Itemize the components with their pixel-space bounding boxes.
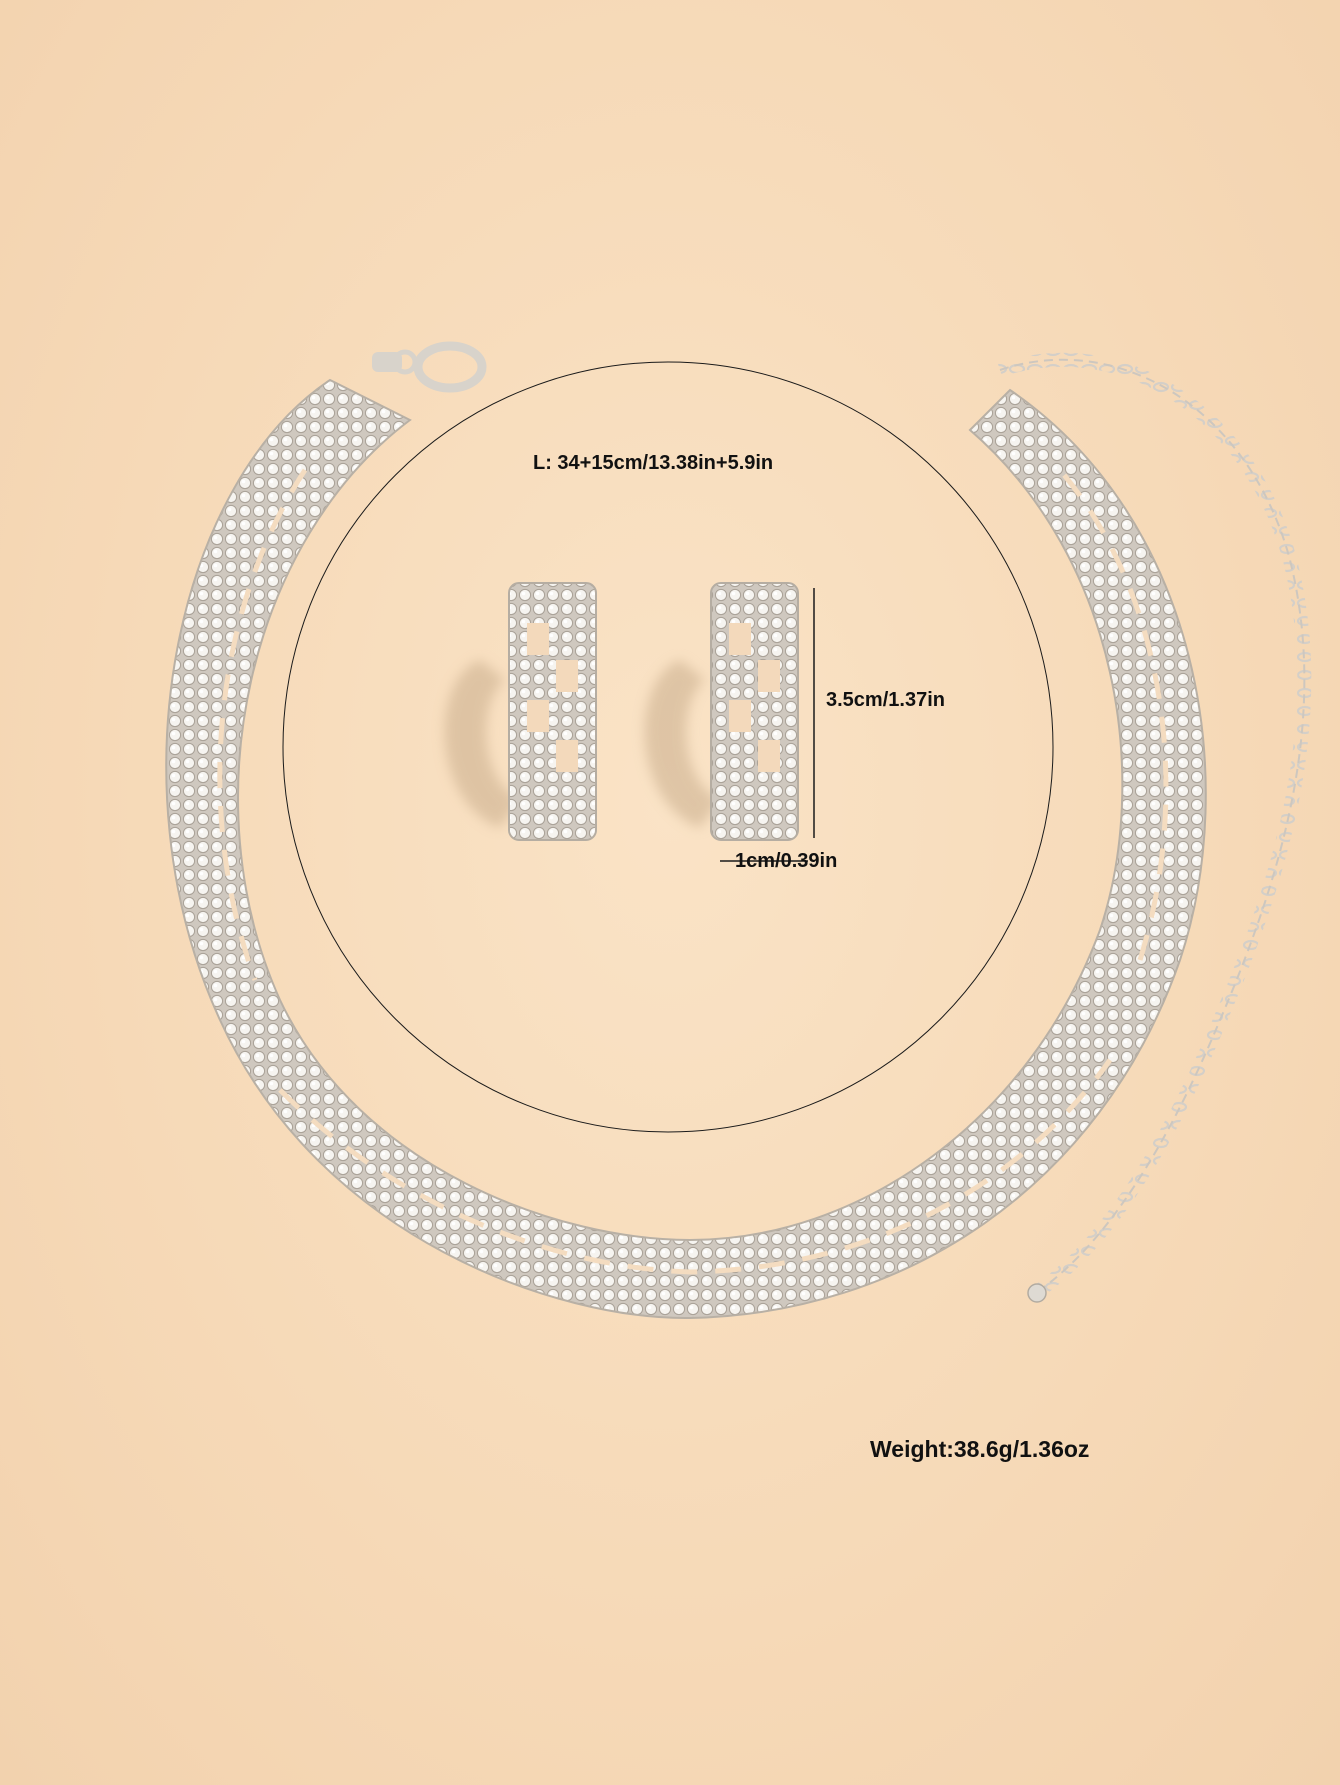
- right-earring: [710, 582, 799, 841]
- extender-chain: [997, 352, 1312, 1303]
- rhinestone-choker: [165, 378, 1207, 1320]
- earring-height-label: 3.5cm/1.37in: [826, 689, 945, 711]
- lobster-clasp: [372, 341, 487, 393]
- measurement-circle: [282, 361, 1054, 1133]
- earring-width-label: 1cm/0.39in: [735, 850, 838, 872]
- weight-label: Weight:38.6g/1.36oz: [870, 1436, 1090, 1462]
- left-earring: [508, 582, 597, 841]
- length-label: L: 34+15cm/13.38in+5.9in: [533, 452, 774, 474]
